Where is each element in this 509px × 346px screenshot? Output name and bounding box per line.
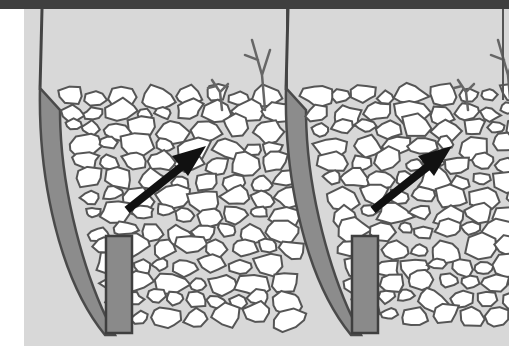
rock [487,122,504,132]
rock [414,227,433,239]
rock [272,273,297,292]
post [106,236,132,333]
rock [100,137,118,149]
post [352,236,378,333]
rock [399,222,412,232]
rock [485,307,509,326]
rock [412,187,435,202]
rock [77,167,102,187]
rock [409,270,433,290]
rock [259,239,276,253]
rock [478,292,498,306]
rock [86,208,100,217]
left-margin [0,9,24,346]
rock [251,207,267,217]
rock [196,174,217,191]
silo-wall-line [286,9,288,90]
rock [465,232,496,259]
rock [186,292,205,308]
rock [473,173,490,184]
rock [229,260,252,274]
rock [430,83,456,105]
rock [312,123,329,137]
rock [472,153,493,169]
rock [475,262,494,274]
rock [380,275,404,292]
silo-wall-line [40,9,42,90]
